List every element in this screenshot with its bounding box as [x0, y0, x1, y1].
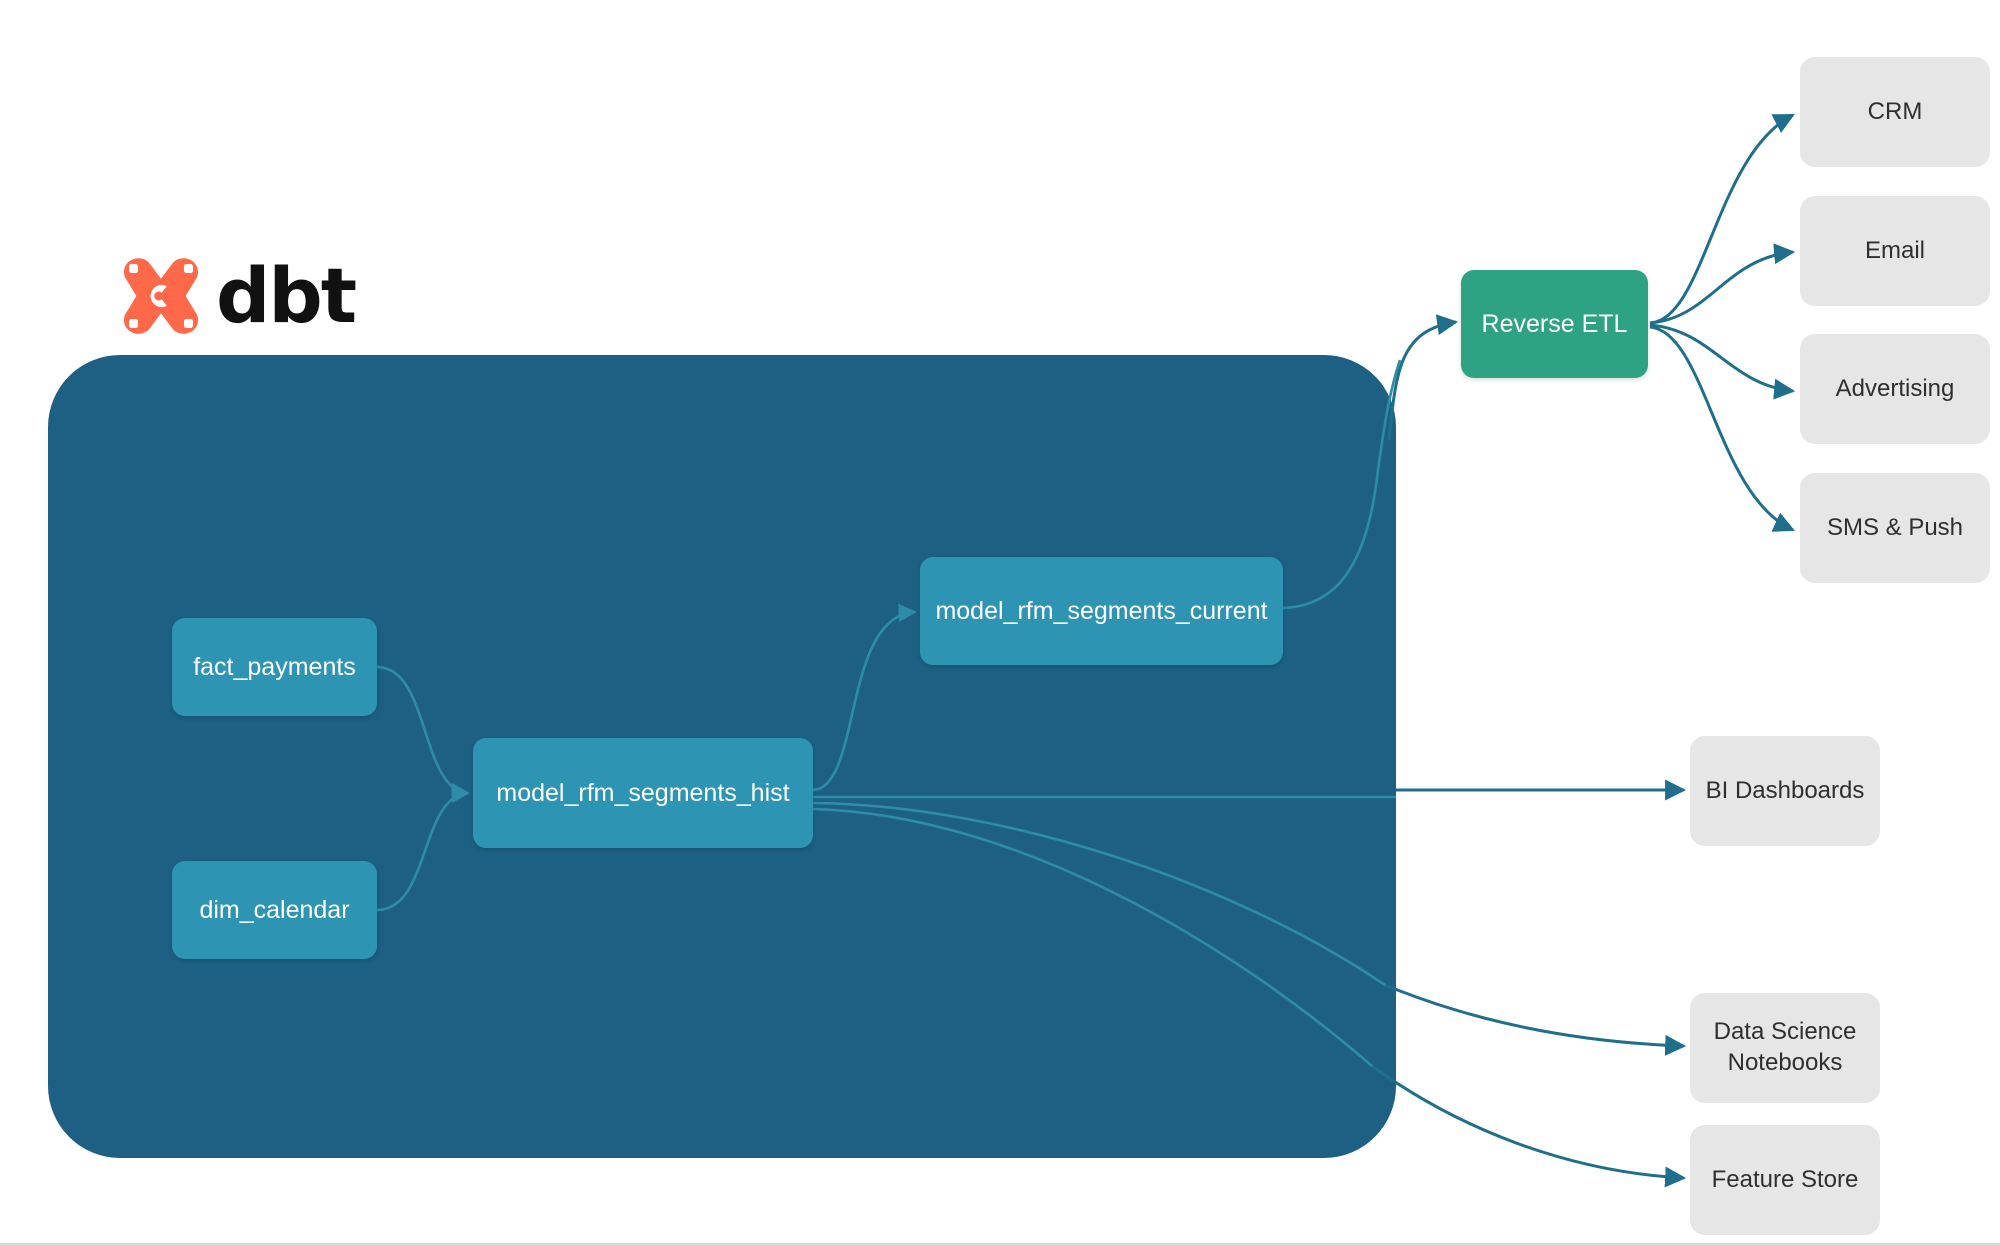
edge-reverse-etl-to-sms-push	[1649, 325, 1795, 532]
model-node-dim-calendar[interactable]: dim_calendar	[172, 861, 377, 959]
reverse-etl-label: Reverse ETL	[1481, 309, 1628, 338]
destination-node-email[interactable]: Email	[1800, 196, 1990, 306]
destination-node-crm[interactable]: CRM	[1800, 57, 1990, 167]
destination-node-bi-dashboards[interactable]: BI Dashboards	[1690, 736, 1880, 846]
dbt-x-logo-icon	[123, 258, 199, 334]
model-node-rfm-segments-current[interactable]: model_rfm_segments_current	[920, 557, 1283, 665]
dbt-brand-lockup: dbt	[120, 250, 357, 340]
model-node-label: dim_calendar	[199, 895, 350, 924]
destination-label: Advertising	[1835, 374, 1955, 402]
destination-node-feature-store[interactable]: Feature Store	[1690, 1125, 1880, 1235]
edge-to-ds-notebooks	[1384, 983, 1687, 1056]
model-node-label: model_rfm_segments_hist	[496, 778, 790, 807]
destination-label: SMS & Push	[1826, 513, 1964, 541]
destination-node-ds-notebooks[interactable]: Data Science Notebooks	[1690, 993, 1880, 1103]
destination-label: CRM	[1867, 97, 1923, 125]
destination-node-advertising[interactable]: Advertising	[1800, 334, 1990, 444]
model-node-rfm-segments-hist[interactable]: model_rfm_segments_hist	[473, 738, 813, 848]
destination-label: BI Dashboards	[1705, 776, 1865, 804]
destination-label: Data Science Notebooks	[1713, 1018, 1857, 1076]
model-node-label: fact_payments	[193, 652, 356, 681]
edge-reverse-etl-to-email	[1649, 243, 1796, 325]
edge-to-reverse-etl	[1387, 314, 1459, 441]
model-node-label: model_rfm_segments_current	[935, 596, 1268, 625]
destination-node-sms-push[interactable]: SMS & Push	[1800, 473, 1990, 583]
reverse-etl-node[interactable]: Reverse ETL	[1461, 270, 1648, 378]
edge-to-feature-store	[1371, 1064, 1687, 1188]
destination-label: Email	[1864, 236, 1925, 264]
dbt-wordmark: dbt	[216, 250, 357, 340]
edge-reverse-etl-to-advertising	[1649, 323, 1796, 400]
model-node-fact-payments[interactable]: fact_payments	[172, 618, 377, 716]
destination-label: Feature Store	[1711, 1165, 1859, 1193]
edge-reverse-etl-to-crm	[1649, 113, 1795, 325]
